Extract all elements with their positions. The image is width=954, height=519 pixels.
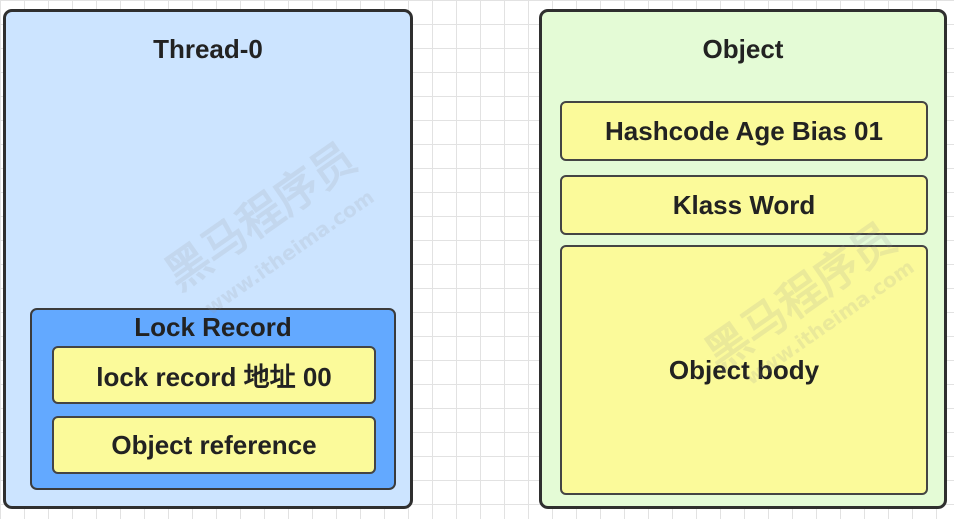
- lock-record-box: Lock Record lock record 地址 00 Object ref…: [30, 308, 396, 490]
- lock-record-title: Lock Record: [134, 312, 292, 342]
- object-body-field: Object body: [560, 245, 928, 495]
- klass-word-field: Klass Word: [560, 175, 928, 235]
- thread-panel: Thread-0 Lock Record lock record 地址 00 O…: [3, 9, 413, 509]
- object-panel: Object Hashcode Age Bias 01 Klass Word O…: [539, 9, 947, 509]
- object-reference-field: Object reference: [52, 416, 376, 474]
- lock-record-address-field: lock record 地址 00: [52, 346, 376, 404]
- object-title: Object: [702, 34, 784, 64]
- mark-word-field: Hashcode Age Bias 01: [560, 101, 928, 161]
- thread-title: Thread-0: [153, 34, 263, 64]
